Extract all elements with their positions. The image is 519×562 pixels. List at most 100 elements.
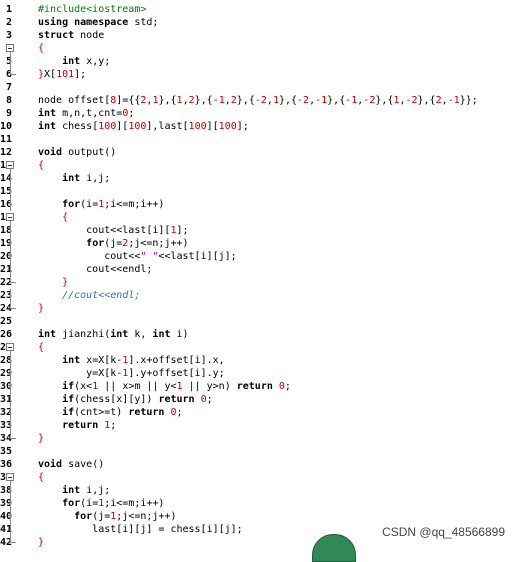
code-line[interactable]: 32 if(cnt>=t) return 0; bbox=[0, 406, 519, 419]
code-line[interactable]: 33 return 1; bbox=[0, 419, 519, 432]
code-line[interactable]: 13{ bbox=[0, 159, 519, 172]
code-token: }}; bbox=[459, 95, 478, 106]
line-number: 30 bbox=[0, 381, 13, 392]
code-line[interactable]: 11 bbox=[0, 133, 519, 146]
code-line[interactable]: 19 for(j=2;j<=n;j++) bbox=[0, 237, 519, 250]
code-line[interactable]: 15 bbox=[0, 185, 519, 198]
code-line[interactable]: 35 bbox=[0, 445, 519, 458]
fold-end-marker bbox=[4, 302, 20, 315]
code-token: ].x+offset[i].x, bbox=[128, 355, 225, 366]
fold-guide-line bbox=[4, 367, 20, 380]
fold-toggle-icon[interactable] bbox=[4, 211, 20, 224]
code-line[interactable]: 37{ bbox=[0, 471, 519, 484]
code-token: X[ bbox=[44, 69, 57, 80]
code-token: 1 bbox=[122, 355, 129, 366]
code-line[interactable]: 29 y=X[k-1].y+offset[i].y; bbox=[0, 367, 519, 380]
code-line[interactable]: 22 } bbox=[0, 276, 519, 289]
code-line[interactable]: 5 int x,y; bbox=[0, 55, 519, 68]
line-number-gutter bbox=[0, 0, 22, 549]
code-token: int bbox=[38, 108, 63, 119]
code-token: i) bbox=[176, 329, 189, 340]
code-line[interactable]: 27{ bbox=[0, 341, 519, 354]
fold-toggle-icon[interactable] bbox=[4, 159, 20, 172]
code-token: 0 bbox=[170, 407, 177, 418]
code-line[interactable]: 20 cout<<" "<<last[i][j]; bbox=[0, 250, 519, 263]
code-line[interactable]: 17 { bbox=[0, 211, 519, 224]
line-number: 14 bbox=[0, 173, 13, 184]
code-token: ; bbox=[110, 420, 117, 431]
code-token: 2 bbox=[230, 95, 237, 106]
code-line[interactable]: 34} bbox=[0, 432, 519, 445]
fold-guide-line bbox=[4, 393, 20, 406]
code-token: //cout<<endl; bbox=[62, 290, 141, 301]
code-line[interactable]: 28 int x=X[k-1].x+offset[i].x, bbox=[0, 354, 519, 367]
fold-guide-line bbox=[4, 237, 20, 250]
code-text: node offset[8]={{2,1},{1,2},{-1,2},{-2,1… bbox=[38, 94, 478, 107]
fold-end-marker bbox=[4, 68, 20, 81]
code-line[interactable]: 41 last[i][j] = chess[i][j]; bbox=[0, 523, 519, 536]
code-token: 2 bbox=[140, 95, 147, 106]
code-token: 100 bbox=[128, 121, 147, 132]
code-text: if(cnt>=t) return 0; bbox=[38, 406, 182, 419]
code-token: 1 bbox=[393, 95, 400, 106]
code-line[interactable]: 6}X[101]; bbox=[0, 68, 519, 81]
code-text: using namespace std; bbox=[38, 16, 158, 29]
code-token: 100 bbox=[98, 121, 117, 132]
code-text: for(i=1;i<=m;i++) bbox=[38, 198, 164, 211]
code-line[interactable]: 31 if(chess[x][y]) return 0; bbox=[0, 393, 519, 406]
line-number: 12 bbox=[0, 147, 13, 158]
code-line[interactable]: 40 for(j=1;j<=n;j++) bbox=[0, 510, 519, 523]
code-line[interactable]: 42} bbox=[0, 536, 519, 549]
fold-toggle-icon[interactable] bbox=[4, 341, 20, 354]
line-number: 16 bbox=[0, 199, 13, 210]
code-line[interactable]: 30 if(x<1 || x>m || y<1 || y>n) return 0… bbox=[0, 380, 519, 393]
code-token: i,j; bbox=[86, 173, 111, 184]
code-line[interactable]: 16 for(i=1;i<=m;i++) bbox=[0, 198, 519, 211]
fold-guide-line bbox=[4, 510, 20, 523]
code-line[interactable]: 7 bbox=[0, 81, 519, 94]
code-token: (i= bbox=[80, 498, 99, 509]
code-line[interactable]: 14 int i,j; bbox=[0, 172, 519, 185]
code-line[interactable]: 25 bbox=[0, 315, 519, 328]
code-token: } bbox=[38, 537, 45, 548]
code-token bbox=[38, 173, 62, 184]
code-line[interactable]: 4{ bbox=[0, 42, 519, 55]
fold-guide-line bbox=[4, 380, 20, 393]
code-token: i,j; bbox=[86, 485, 111, 496]
code-token: if bbox=[62, 381, 75, 392]
code-token: -1 bbox=[212, 95, 225, 106]
code-text: { bbox=[38, 211, 68, 224]
fold-toggle-icon[interactable] bbox=[4, 42, 20, 55]
code-token: cout<<endl; bbox=[38, 264, 153, 275]
code-token: for bbox=[62, 199, 81, 210]
fold-guide-line bbox=[4, 263, 20, 276]
code-token: 1 bbox=[98, 498, 105, 509]
code-token: ],last[ bbox=[146, 121, 189, 132]
fold-toggle-icon[interactable] bbox=[4, 471, 20, 484]
code-line[interactable]: 24} bbox=[0, 302, 519, 315]
code-line[interactable]: 21 cout<<endl; bbox=[0, 263, 519, 276]
fold-guide-line bbox=[4, 55, 20, 68]
code-token: } bbox=[38, 303, 45, 314]
code-token: ;i<=m;i++) bbox=[104, 199, 165, 210]
code-line[interactable]: 18 cout<<last[i][1]; bbox=[0, 224, 519, 237]
code-line[interactable]: 23 //cout<<endl; bbox=[0, 289, 519, 302]
code-token: return bbox=[236, 381, 279, 392]
code-line[interactable]: 1#include<iostream> bbox=[0, 3, 519, 16]
code-token: (j= bbox=[92, 511, 111, 522]
code-token: ].y+offset[i].y; bbox=[128, 368, 225, 379]
code-line[interactable]: 39 for(i=1;i<=m;i++) bbox=[0, 497, 519, 510]
code-token: 0 bbox=[278, 381, 285, 392]
fold-guide-line bbox=[4, 198, 20, 211]
code-text: int i,j; bbox=[38, 172, 110, 185]
code-line[interactable]: 38 int i,j; bbox=[0, 484, 519, 497]
